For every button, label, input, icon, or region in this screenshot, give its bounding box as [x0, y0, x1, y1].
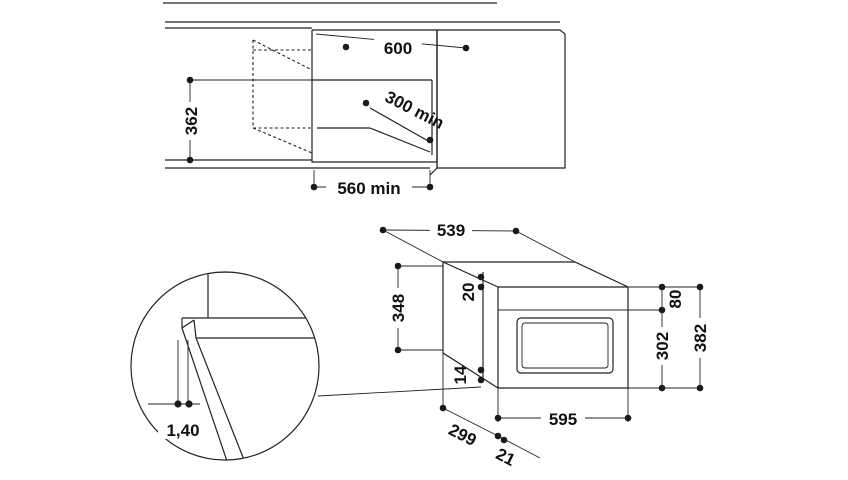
- dim-595-dot-right: [624, 414, 632, 422]
- dim-21-label: 21: [493, 444, 518, 470]
- dim-560-label-bg: [326, 178, 412, 198]
- dim-560-dot-left: [310, 183, 318, 191]
- appliance-body: [442, 261, 629, 389]
- dim-539-dot-right: [512, 227, 520, 235]
- dim-382-label-bg: [690, 318, 710, 358]
- dim-300-dot-bottom: [426, 136, 434, 144]
- niche-inner-diagonal: [369, 107, 431, 143]
- dim-600-dot-left: [342, 43, 350, 51]
- dim-14-label: 14: [451, 365, 470, 384]
- dim-gap-dot-right: [185, 400, 193, 408]
- dim-382-dot-bottom: [696, 384, 704, 392]
- niche-inner-diagonal-2: [369, 127, 431, 153]
- dim-539-label: 539: [437, 221, 465, 240]
- dim-539-label-bg: [430, 220, 472, 240]
- detail-magnified-view: 1,40: [130, 271, 320, 461]
- dim-382-dot-top: [696, 283, 704, 291]
- dim-299-line: [442, 407, 499, 437]
- dim-20-dot-bottom: [477, 283, 485, 291]
- detail-door-corner: [181, 319, 195, 329]
- dim-539-ext-right: [515, 230, 576, 263]
- appliance-dimension-view: 539 348 20 14 80 302 382: [317, 220, 710, 470]
- appliance-top-edge: [442, 261, 499, 288]
- dim-600-label-bg: [374, 38, 422, 58]
- dim-299-label: 299: [446, 420, 480, 450]
- dim-362-dot-top: [186, 76, 194, 84]
- cabinet-installation-view: 600 362 300 min 560 min: [163, 2, 566, 198]
- dim-302-label-bg: [652, 327, 672, 365]
- dim-362-label: 362: [182, 107, 201, 135]
- detail-door-outer: [181, 318, 231, 460]
- dim-560-min-label: 560 min: [337, 179, 400, 198]
- dim-348-dot-bottom: [394, 346, 402, 354]
- dim-348-dot-top: [394, 262, 402, 270]
- detail-door-inner: [193, 319, 249, 460]
- dim-302-label: 302: [653, 332, 672, 360]
- dim-595-label: 595: [549, 410, 577, 429]
- dim-539-dot-left: [379, 226, 387, 234]
- dim-80-dot-top: [658, 283, 666, 291]
- dim-21-dot: [500, 436, 508, 444]
- dim-20-dot-top: [477, 273, 485, 281]
- dim-20-label: 20: [459, 283, 478, 302]
- dim-539-ext-left: [382, 229, 444, 263]
- dim-348-label: 348: [389, 294, 408, 322]
- dim-14-dot-top: [477, 366, 485, 374]
- dim-gap-label: 1,40: [166, 421, 199, 440]
- dim-14-dot-bottom: [477, 376, 485, 384]
- dim-595-dot-left: [494, 414, 502, 422]
- dim-300-dot-top: [362, 99, 370, 107]
- dim-600-dot-right: [462, 44, 470, 52]
- door-window-outer: [516, 317, 614, 374]
- dim-560-dot-right: [426, 183, 434, 191]
- hidden-outline-left: [252, 40, 313, 154]
- dim-382-label: 382: [691, 324, 710, 352]
- dim-362-label-bg: [181, 102, 201, 140]
- hidden-outline-top: [252, 39, 313, 71]
- dim-600-label: 600: [384, 39, 412, 58]
- dim-348-label-bg: [388, 288, 408, 328]
- detail-leader-line: [317, 386, 482, 397]
- dim-gap-label-bg: [158, 419, 208, 439]
- dim-595-label-bg: [541, 409, 585, 429]
- cabinet-door-foot: [429, 167, 438, 176]
- cabinet-door: [436, 29, 566, 169]
- dim-gap-dot-left: [174, 400, 182, 408]
- dim-80-label: 80: [666, 290, 685, 309]
- dim-362-dot-bottom: [186, 156, 194, 164]
- dim-299-dot-left: [439, 404, 447, 412]
- dim-302-dot-bottom: [658, 384, 666, 392]
- door-window-inner: [521, 322, 609, 369]
